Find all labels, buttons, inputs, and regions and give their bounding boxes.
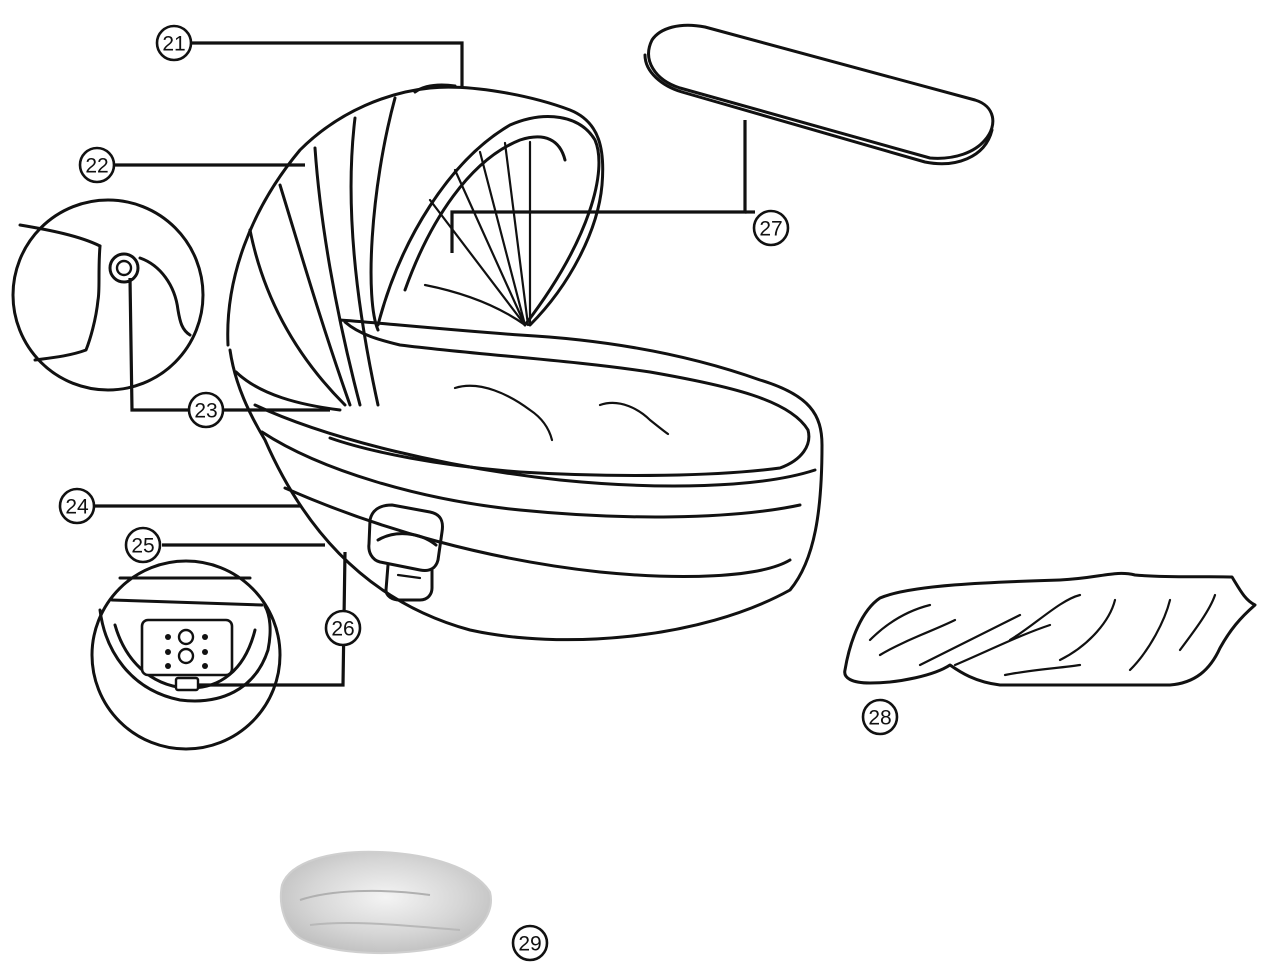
detail-circle-26 [90, 559, 282, 751]
rain-cover-bag [280, 850, 492, 955]
callout-26: 26 [324, 609, 362, 647]
callout-28: 28 [861, 698, 899, 736]
callout-22: 22 [78, 146, 116, 184]
callout-21: 21 [155, 24, 193, 62]
callout-29-label: 29 [518, 933, 541, 956]
callout-24: 24 [58, 487, 96, 525]
callout-26-label: 26 [331, 618, 354, 641]
carrycot-body [228, 318, 824, 642]
callout-27: 27 [752, 209, 790, 247]
callout-27-label: 27 [759, 218, 782, 241]
detail-circle-23 [11, 198, 205, 392]
callout-28-label: 28 [868, 707, 891, 730]
callout-22-label: 22 [85, 155, 108, 178]
callout-25-label: 25 [131, 535, 154, 558]
callout-23-label: 23 [194, 400, 217, 423]
carrycot-handle-clip [367, 503, 444, 602]
callout-29: 29 [511, 924, 549, 962]
callout-25: 25 [124, 526, 162, 564]
canopy-hood [226, 83, 605, 412]
callout-24-label: 24 [65, 496, 89, 519]
callout-23: 23 [187, 391, 225, 429]
apron-cover [643, 23, 995, 166]
leader-lines [95, 41, 755, 687]
footmuff-blanket [843, 571, 1257, 687]
callout-21-label: 21 [162, 33, 185, 56]
